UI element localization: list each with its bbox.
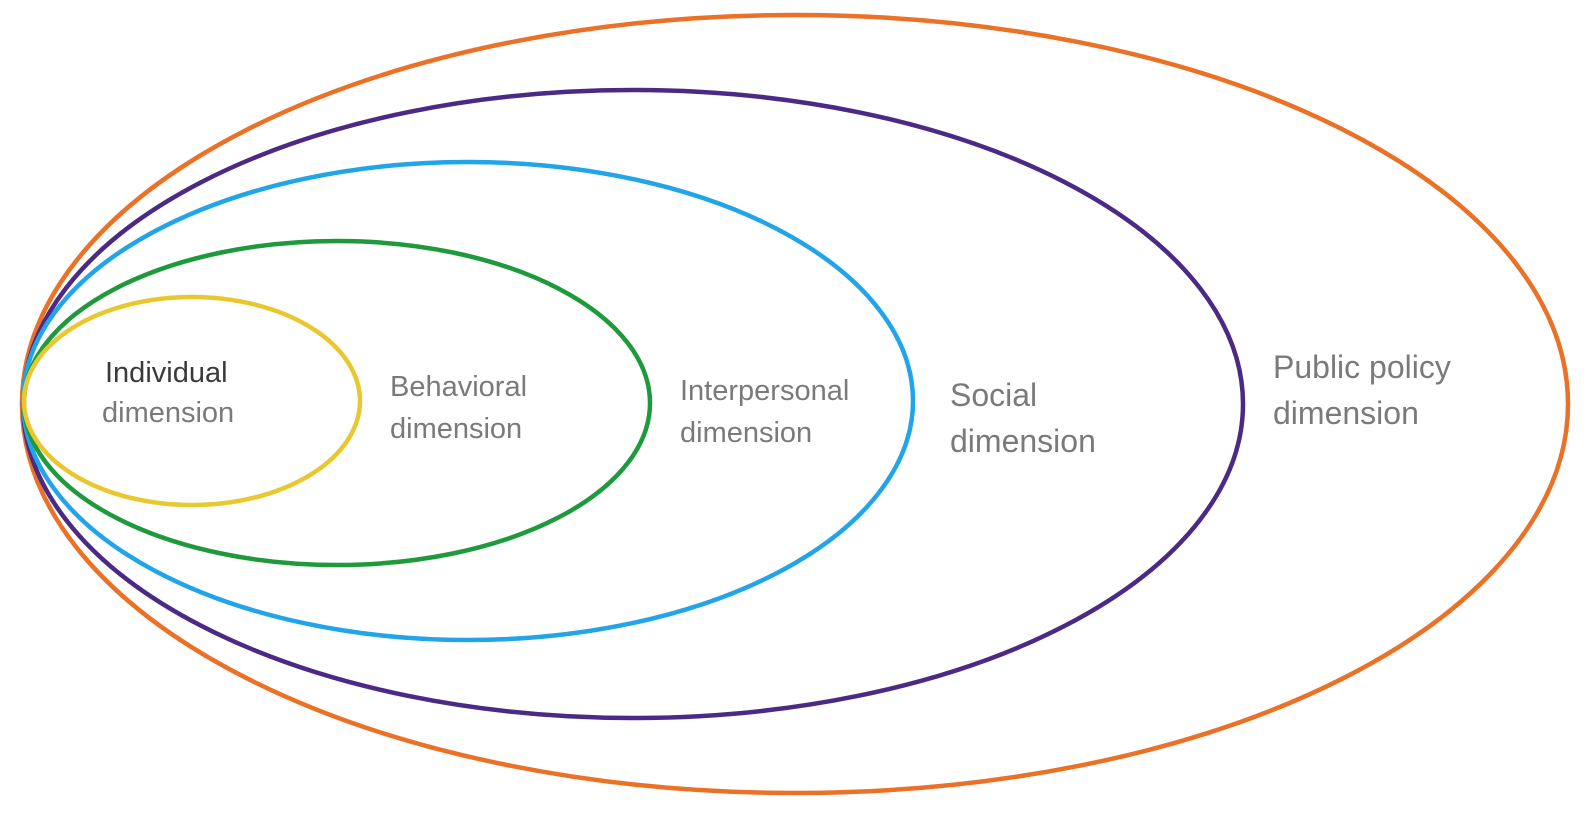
behavioral-label-line2: dimension	[390, 413, 522, 445]
public-policy-label-line2: dimension	[1273, 395, 1419, 431]
interpersonal-label: Interpersonal dimension	[680, 375, 849, 449]
behavioral-label: Behavioral dimension	[390, 371, 527, 445]
individual-label-line2: dimension	[102, 397, 234, 429]
social-label-line1: Social	[950, 377, 1037, 413]
public-policy-label: Public policy dimension	[1273, 349, 1451, 431]
individual-ellipse	[21, 294, 363, 508]
interpersonal-label-line1: Interpersonal	[680, 375, 849, 407]
behavioral-label-line1: Behavioral	[390, 371, 527, 403]
individual-label-line1: Individual	[105, 357, 228, 389]
social-label: Social dimension	[950, 377, 1096, 459]
social-label-line2: dimension	[950, 423, 1096, 459]
interpersonal-label-line2: dimension	[680, 417, 812, 449]
public-policy-label-line1: Public policy	[1273, 349, 1451, 385]
individual-label: Individual dimension	[102, 357, 234, 429]
